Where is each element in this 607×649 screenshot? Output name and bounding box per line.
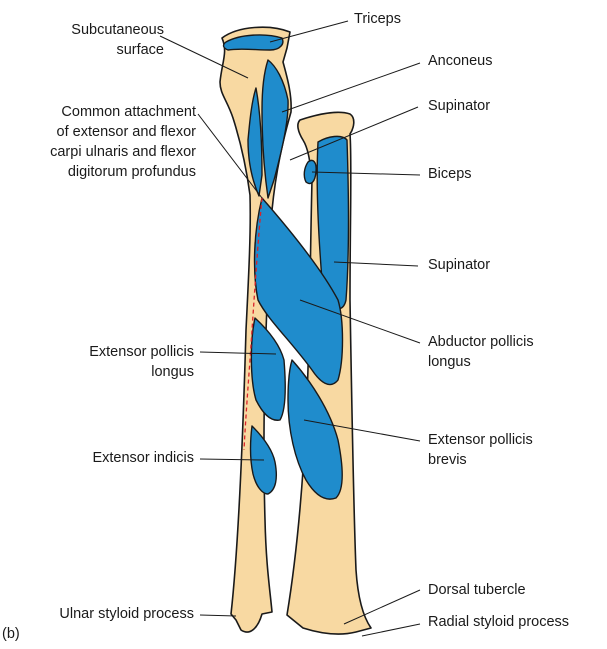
label-common-attachment: Common attachment of extensor and flexor… <box>20 102 196 182</box>
label-extensor-pollicis-longus: Extensor pollicis longus <box>50 342 194 382</box>
label-subcutaneous-surface: Subcutaneous surface <box>44 20 164 60</box>
label-radial-styloid-process: Radial styloid process <box>428 612 569 632</box>
label-extensor-pollicis-brevis: Extensor pollicis brevis <box>428 430 533 470</box>
label-extensor-indicis: Extensor indicis <box>40 448 194 468</box>
label-supinator-top: Supinator <box>428 96 490 116</box>
leader-ulnar-styloid <box>200 615 236 616</box>
panel-letter: (b) <box>2 624 20 644</box>
label-anconeus: Anconeus <box>428 51 493 71</box>
label-ulnar-styloid-process: Ulnar styloid process <box>10 604 194 624</box>
label-abductor-pollicis-longus: Abductor pollicis longus <box>428 332 534 372</box>
label-dorsal-tubercle: Dorsal tubercle <box>428 580 526 600</box>
label-biceps: Biceps <box>428 164 472 184</box>
leader-radial-styloid <box>362 624 420 636</box>
label-supinator-mid: Supinator <box>428 255 490 275</box>
leader-anconeus <box>282 63 420 112</box>
label-triceps: Triceps <box>354 9 401 29</box>
